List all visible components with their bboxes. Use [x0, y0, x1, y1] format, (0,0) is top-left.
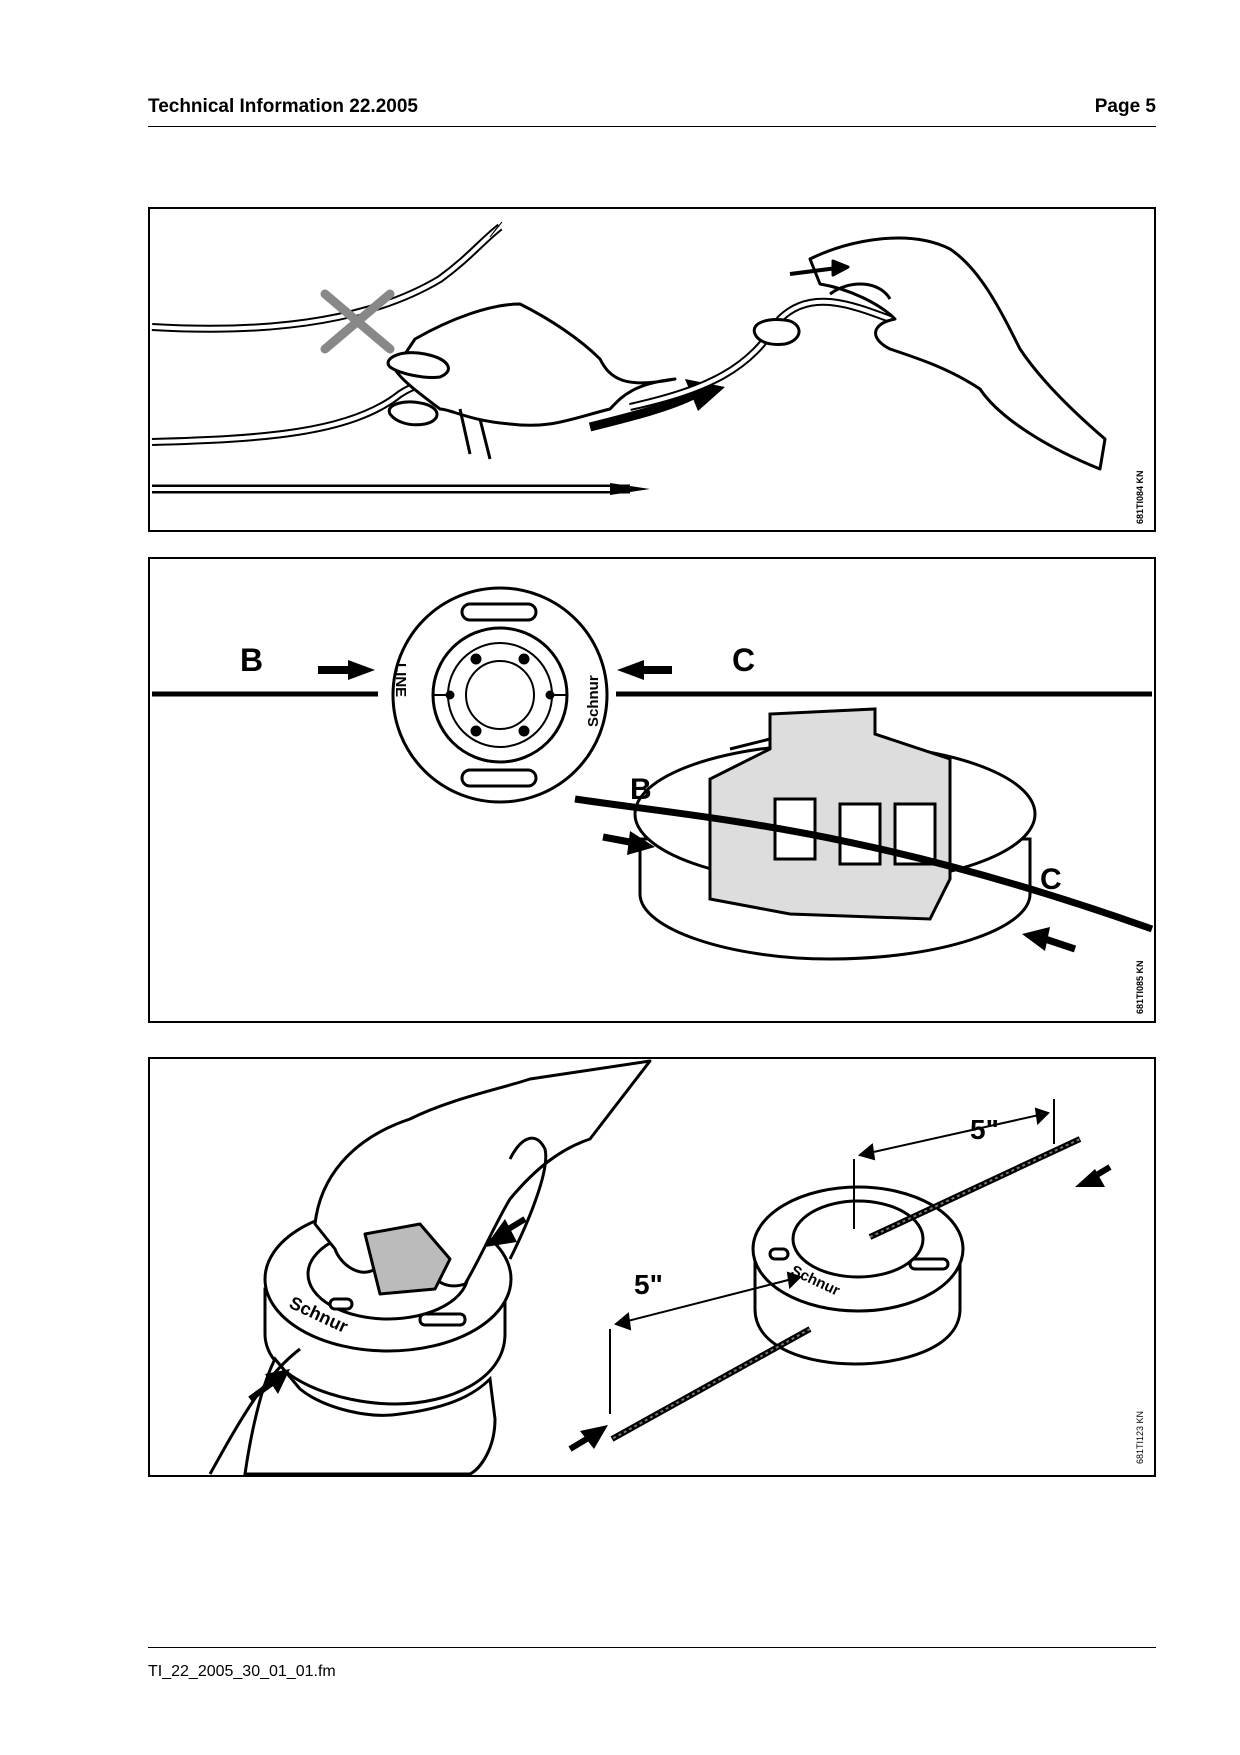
spool-wound-icon: [751, 1185, 965, 1366]
dimension-right-label: 5": [970, 1114, 999, 1145]
figure-code: 681TI123 KN: [1135, 1410, 1145, 1464]
label-schnur: Schnur: [585, 675, 602, 727]
spool-cutaway-icon: [633, 707, 1037, 961]
footer-filename: TI_22_2005_30_01_01.fm: [148, 1663, 336, 1680]
straightened-line: [152, 483, 650, 495]
cutting-line-ends: [610, 1136, 1082, 1442]
winding-hand-icon: [313, 1059, 652, 1296]
cross-mark-icon: [320, 289, 395, 354]
arrow-b-cutaway-icon: [602, 831, 655, 855]
arrow-feed-right-icon: [485, 1216, 527, 1247]
right-hand-icon: [752, 236, 1107, 471]
figure-spool-winding: Schnur Schnur: [148, 1057, 1156, 1477]
incorrect-bent-line: [151, 221, 503, 333]
figure-code: 681TI085 KN: [1135, 960, 1145, 1014]
page-header: Technical Information 22.2005 Page 5: [148, 96, 1156, 126]
line-through-spool: [574, 795, 1154, 933]
line-through-right-hand: [629, 297, 892, 411]
arrow-feed-left-icon: [248, 1369, 290, 1402]
footer-divider: [148, 1647, 1156, 1648]
label-line: LINE: [392, 663, 409, 697]
label-b-cutaway: B: [630, 773, 652, 806]
spool-threading-illustration: B C LINE Schnur: [152, 586, 1154, 961]
line-handling-illustration: [151, 221, 1107, 495]
spool-winding-illustration: Schnur Schnur: [208, 1059, 1112, 1475]
arrow-line-right-end-icon: [1075, 1164, 1112, 1187]
header-divider: [148, 126, 1156, 127]
left-hand-icon: [386, 302, 677, 460]
arrow-b-icon: [318, 660, 375, 680]
dimension-left-label: 5": [634, 1269, 663, 1300]
arrow-c-icon: [617, 660, 672, 680]
label-b: B: [240, 642, 263, 678]
spool-top-view-icon: [391, 586, 609, 804]
figure-spool-threading: B C LINE Schnur: [148, 557, 1156, 1023]
figure-code: 681TI084 KN: [1135, 470, 1145, 524]
label-c-cutaway: C: [1040, 863, 1062, 896]
document-title: Technical Information 22.2005: [148, 96, 418, 117]
dimension-left: [609, 1271, 802, 1414]
dimension-right: [853, 1099, 1055, 1229]
figure-line-handling: 681TI084 KN: [148, 207, 1156, 532]
arrow-line-left-end-icon: [568, 1425, 608, 1452]
line-winding-path: [208, 1136, 548, 1475]
arrow-c-cutaway-icon: [1022, 927, 1077, 953]
label-c: C: [732, 642, 755, 678]
page-number: Page 5: [1094, 96, 1156, 117]
